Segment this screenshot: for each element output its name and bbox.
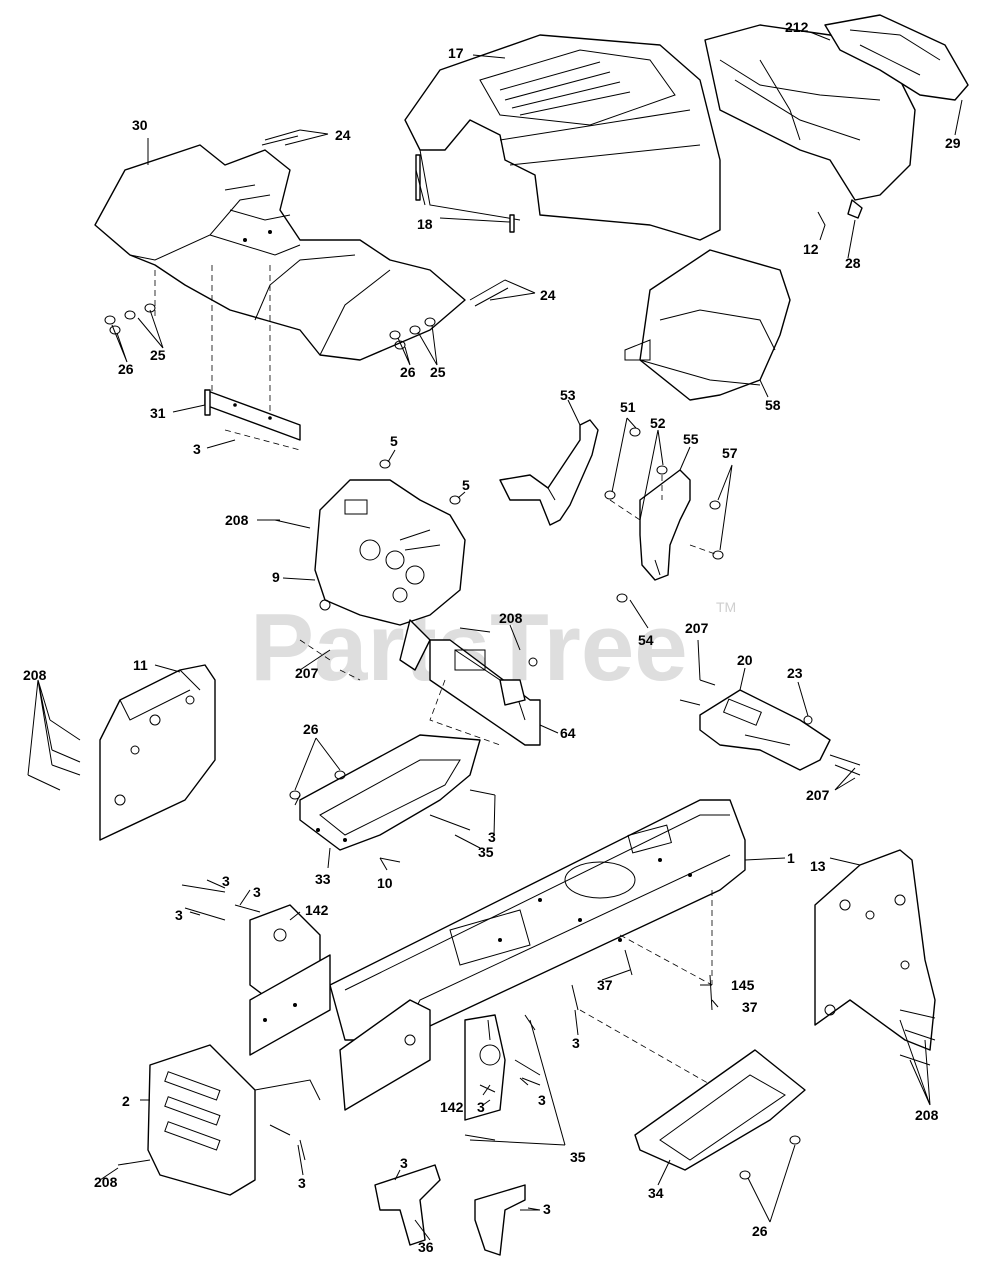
callout-3-bracket2: 3 (298, 1175, 306, 1191)
bracket-31-part (204, 389, 301, 441)
callout-26-right: 26 (400, 364, 416, 380)
callout-18: 18 (417, 216, 433, 232)
callout-207-dash: 207 (295, 665, 319, 681)
callout-20: 20 (737, 652, 753, 668)
callout-26-footrest34: 26 (752, 1223, 768, 1239)
bracket-55-part (639, 469, 691, 581)
callout-51: 51 (620, 399, 636, 415)
fender-part (94, 144, 466, 361)
callout-1: 1 (787, 850, 795, 866)
footrest-34-part (634, 1049, 806, 1171)
callout-207-right-top: 207 (685, 620, 709, 636)
callout-208-dash: 208 (225, 512, 249, 528)
dash-panel-part (314, 479, 466, 671)
callout-26-left: 26 (118, 361, 134, 377)
callout-31: 31 (150, 405, 166, 421)
callout-208-bracket2: 208 (94, 1174, 118, 1190)
callout-3-footrest33: 3 (488, 829, 496, 845)
callout-37-right: 37 (742, 999, 758, 1015)
callout-5-top: 5 (390, 433, 398, 449)
panel-58-part (624, 249, 791, 401)
watermark-tm: TM (716, 599, 736, 615)
callout-3-bracket36-right: 3 (543, 1201, 551, 1217)
callout-36: 36 (418, 1239, 434, 1255)
bracket-142-lower-part (339, 999, 506, 1121)
leader-lines (27, 31, 963, 1241)
callout-24-lower: 24 (540, 287, 556, 303)
callout-24-upper: 24 (335, 127, 351, 143)
callout-13: 13 (810, 858, 826, 874)
callout-33: 33 (315, 871, 331, 887)
callout-11: 11 (133, 657, 148, 673)
bracket-20-part (699, 689, 831, 771)
bracket-142-upper-part (249, 904, 331, 1056)
callout-3-lower-b: 3 (538, 1092, 546, 1108)
callout-29: 29 (945, 135, 961, 151)
callout-34: 34 (648, 1185, 664, 1201)
callout-3-frame: 3 (572, 1035, 580, 1051)
callout-3-bolt-mid: 3 (253, 884, 261, 900)
callout-37-left: 37 (597, 977, 613, 993)
callout-28: 28 (845, 255, 861, 271)
callout-35-lower: 35 (570, 1149, 586, 1165)
plate-11-part (99, 664, 216, 841)
plate-13-part (814, 849, 936, 1051)
callout-3-bracket31: 3 (193, 441, 201, 457)
callout-58: 58 (765, 397, 781, 413)
grille-part (704, 14, 969, 201)
callout-3-bracket36-left: 3 (400, 1155, 408, 1171)
bracket-53-part (499, 419, 599, 526)
callout-25-right: 25 (430, 364, 446, 380)
callout-142-upper: 142 (305, 902, 329, 918)
callout-208-right: 208 (915, 1107, 939, 1123)
footrest-33-part (299, 734, 481, 851)
callout-55: 55 (683, 431, 699, 447)
bracket-36-part (374, 1164, 526, 1256)
callout-64: 64 (560, 725, 576, 741)
callout-208-left: 208 (23, 667, 47, 683)
callout-3-lower-a: 3 (477, 1099, 485, 1115)
callout-54: 54 (638, 632, 654, 648)
callout-23: 23 (787, 665, 803, 681)
callout-35-upper: 35 (478, 844, 494, 860)
callout-17: 17 (448, 45, 464, 61)
callout-30: 30 (132, 117, 148, 133)
callout-25-left: 25 (150, 347, 166, 363)
callout-207-right-bottom: 207 (806, 787, 830, 803)
callout-9: 9 (272, 569, 280, 585)
hood-part (404, 34, 721, 241)
callout-208-bracket64: 208 (499, 610, 523, 626)
callout-10: 10 (377, 875, 393, 891)
callout-212: 212 (785, 19, 809, 35)
bracket-2-part (147, 1044, 321, 1196)
callout-2: 2 (122, 1093, 130, 1109)
callout-53: 53 (560, 387, 576, 403)
callout-26-footrest33: 26 (303, 721, 319, 737)
bracket-64-part (429, 639, 541, 746)
callout-12: 12 (803, 241, 819, 257)
frame-part (329, 799, 746, 1041)
callout-142-lower: 142 (440, 1099, 464, 1115)
callout-57: 57 (722, 445, 738, 461)
callout-3-bolt-top: 3 (222, 873, 230, 889)
callout-52: 52 (650, 415, 666, 431)
callout-145: 145 (731, 977, 755, 993)
callout-labels: 17 212 29 18 12 28 30 24 24 25 26 26 25 … (23, 19, 961, 1255)
callout-3-bolt-left: 3 (175, 907, 183, 923)
callout-5-right: 5 (462, 477, 470, 493)
